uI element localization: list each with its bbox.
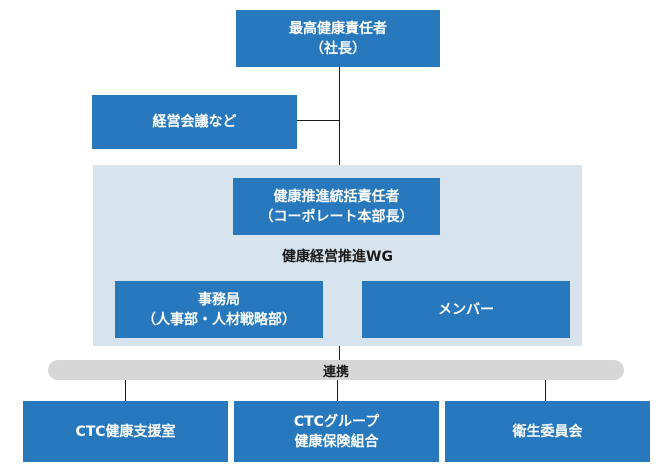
chief-health-officer-box: 最高健康責任者 （社長）	[236, 10, 440, 67]
coordinator-subtitle: （コーポレート本部長）	[259, 208, 414, 225]
coordinator-title: 健康推進統括責任者	[273, 188, 400, 205]
connector-bottom-left	[125, 380, 126, 401]
management-meeting-label: 経営会議など	[152, 114, 237, 130]
connector-bottom-center	[337, 380, 338, 401]
ctc-health-support-office-box: CTC健康支援室	[23, 401, 228, 462]
members-box: メンバー	[362, 281, 570, 338]
bottom-box-1-label: CTC健康支援室	[75, 423, 176, 440]
bottom-box-2-line1: CTCグループ	[293, 413, 380, 430]
management-meeting-box: 経営会議など	[92, 95, 297, 149]
ctc-group-health-insurance-box: CTCグループ 健康保険組合	[234, 401, 439, 462]
members-label: メンバー	[438, 301, 494, 318]
chief-health-officer-title: 最高健康責任者	[289, 20, 387, 37]
connector-bottom-right	[545, 380, 546, 401]
secretariat-subtitle: （人事部・人材戦略部）	[142, 311, 296, 328]
wg-label: 健康経営推進WG	[282, 249, 393, 265]
chief-health-officer-subtitle: （社長）	[310, 40, 366, 57]
connector-meeting-horizontal	[297, 120, 340, 121]
connector-top-vertical	[339, 66, 340, 165]
secretariat-title: 事務局	[198, 291, 240, 308]
liaison-bar: 連携	[48, 360, 624, 380]
bottom-box-3-label: 衛生委員会	[512, 423, 583, 440]
connector-wg-liaison	[339, 346, 340, 360]
bottom-box-2-line2: 健康保険組合	[294, 433, 379, 450]
secretariat-box: 事務局 （人事部・人材戦略部）	[115, 281, 323, 338]
health-committee-box: 衛生委員会	[445, 401, 650, 462]
health-promotion-coordinator-box: 健康推進統括責任者 （コーポレート本部長）	[233, 178, 440, 235]
liaison-label: 連携	[322, 364, 349, 380]
